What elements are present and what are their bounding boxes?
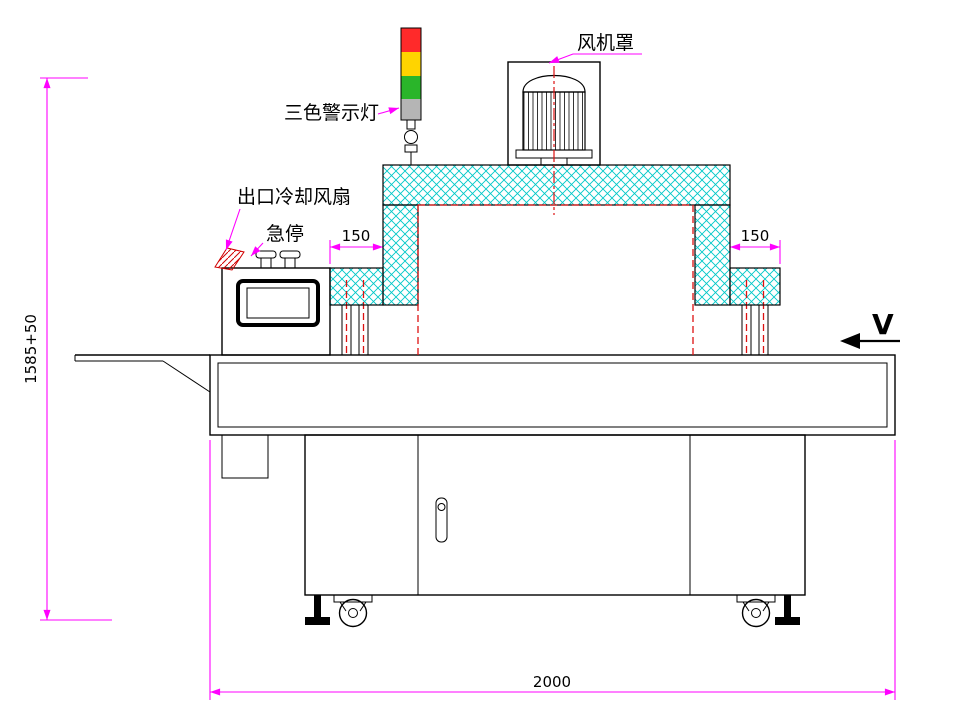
leveling-foot-right xyxy=(775,595,800,625)
dimension-right-overhang: 150 xyxy=(729,227,781,264)
dimension-right-overhang-text: 150 xyxy=(741,227,770,245)
lamp-yellow-segment xyxy=(401,52,421,76)
view-direction-marker: V xyxy=(840,308,900,349)
warning-light-tower xyxy=(400,27,422,165)
dimension-overall-length: 2000 xyxy=(209,440,896,700)
door-handle xyxy=(435,497,448,543)
caster-left xyxy=(333,594,373,628)
panel-screen-bezel xyxy=(236,279,320,327)
dimension-overall-height: 1585+50 xyxy=(22,77,112,621)
panel-screen xyxy=(246,287,310,319)
emergency-stop-label: 急停 xyxy=(266,223,304,245)
view-arrow-icon xyxy=(840,333,860,349)
under-table-box xyxy=(221,434,269,479)
control-panel xyxy=(221,267,331,356)
tunnel-hidden-lines xyxy=(345,204,765,355)
lamp-green-segment xyxy=(401,76,421,99)
lamp-red-segment xyxy=(401,28,421,52)
view-letter: V xyxy=(872,308,894,341)
infeed-tray xyxy=(74,354,211,393)
fan-cover-label: 风机罩 xyxy=(577,32,634,54)
callout-warning-light: 三色警示灯 xyxy=(284,102,400,124)
tunnel-side-supports xyxy=(341,304,769,356)
leveling-foot-left xyxy=(305,595,330,625)
dimension-height-text: 1585+50 xyxy=(22,314,40,384)
callout-emergency-stop: 急停 xyxy=(250,223,304,257)
lamp-base-segment xyxy=(401,99,421,120)
cabinet xyxy=(304,434,806,596)
caster-right xyxy=(736,594,776,628)
dimension-length-text: 2000 xyxy=(533,673,571,691)
dimension-left-overhang: 150 xyxy=(329,227,384,264)
callout-fan-cover: 风机罩 xyxy=(548,32,642,64)
emergency-stop-buttons xyxy=(255,250,301,269)
outlet-fan-label: 出口冷却风扇 xyxy=(237,186,351,208)
warning-light-label: 三色警示灯 xyxy=(284,102,379,124)
dimension-left-overhang-text: 150 xyxy=(342,227,371,245)
callout-outlet-fan: 出口冷却风扇 xyxy=(225,186,351,251)
conveyor-table xyxy=(209,354,896,436)
heat-tunnel xyxy=(329,164,781,356)
outlet-fan-symbol xyxy=(214,247,245,271)
blower-motor xyxy=(515,66,593,215)
